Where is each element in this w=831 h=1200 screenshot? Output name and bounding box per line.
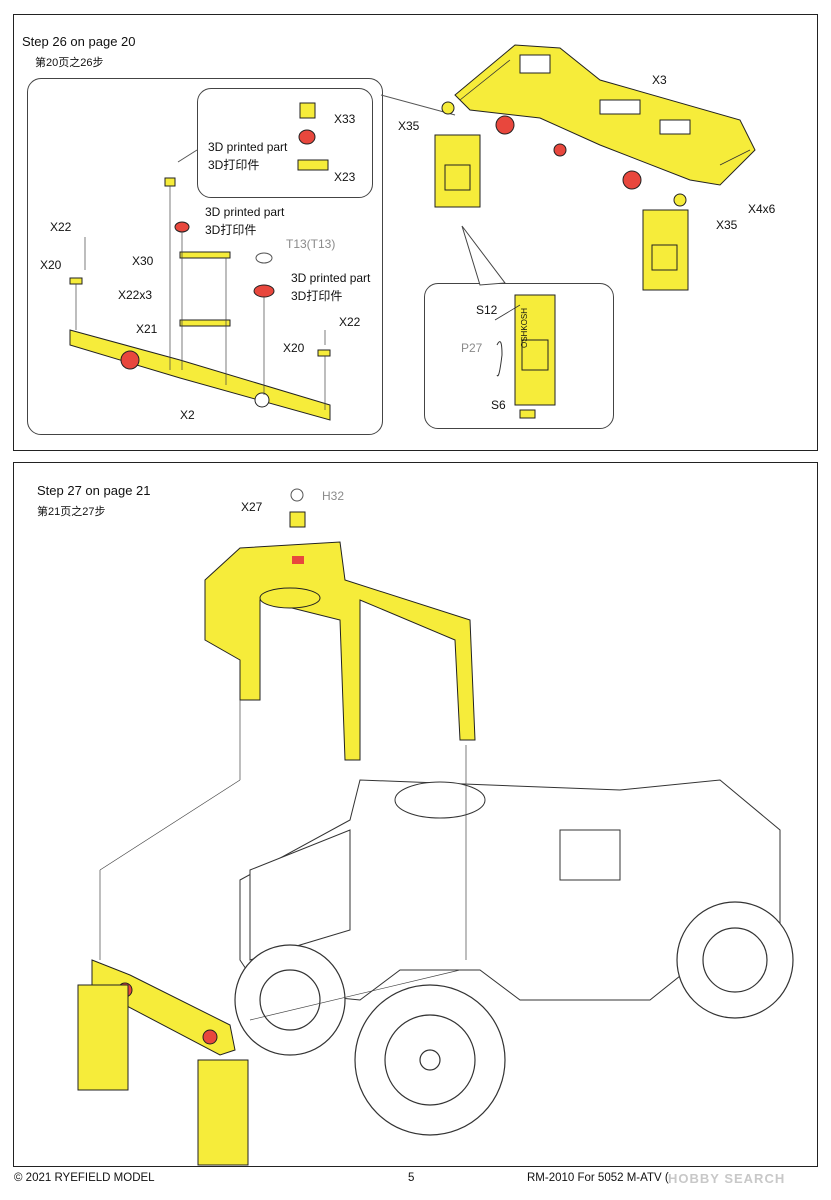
label-x23: X23 <box>334 170 356 184</box>
label-3d-printed-2: 3D printed part <box>205 205 285 219</box>
mud-flap-right <box>642 209 689 291</box>
far-wheel <box>676 901 794 1019</box>
vehicle-body <box>239 779 781 1001</box>
x27-roll-frame <box>204 541 476 761</box>
step26-subtitle: 第20页之26步 <box>35 57 104 69</box>
step27-flap-left <box>77 984 129 1091</box>
label-t13: T13(T13) <box>286 237 336 251</box>
step27-flap-right <box>197 1059 249 1166</box>
step26-detail-inset-top <box>197 88 373 198</box>
label-x2: X2 <box>180 408 195 422</box>
label-x3: X3 <box>652 73 667 87</box>
footer-product: RM-2010 For 5052 M-ATV ( <box>527 1172 669 1184</box>
label-x20-right: X20 <box>283 341 305 355</box>
step27-title: Step 27 on page 21 <box>37 483 151 498</box>
label-s6: S6 <box>491 398 506 412</box>
rear-wheel <box>234 944 346 1056</box>
step27-subtitle: 第21页之27步 <box>37 506 106 518</box>
label-p27: P27 <box>461 341 483 355</box>
label-3d-printed-3: 3D printed part <box>291 271 371 285</box>
label-x20-left: X20 <box>40 258 62 272</box>
x2-rail-part <box>69 329 331 421</box>
label-x27: X27 <box>241 500 263 514</box>
label-x22x3: X22x3 <box>118 288 153 302</box>
label-3d-printed-3-cn: 3D打印件 <box>291 289 343 303</box>
footer-copyright: © 2021 RYEFIELD MODEL <box>14 1172 155 1184</box>
front-wheel <box>354 984 506 1136</box>
label-3d-printed-1: 3D printed part <box>208 140 288 154</box>
label-x35-right: X35 <box>716 218 738 232</box>
mud-flap-left <box>434 134 481 208</box>
label-x33: X33 <box>334 112 356 126</box>
flap-text: OSHKOSH <box>520 307 529 348</box>
label-h32: H32 <box>322 489 345 503</box>
footer-page-number: 5 <box>408 1172 415 1184</box>
x3-frame-part <box>441 44 756 207</box>
watermark: HOBBY SEARCH <box>668 1171 786 1186</box>
label-x35-left: X35 <box>398 119 420 133</box>
label-x22-right: X22 <box>339 315 361 329</box>
step26-title: Step 26 on page 20 <box>22 34 136 49</box>
mud-flap-detail <box>514 294 556 406</box>
label-x4x6: X4x6 <box>748 202 776 216</box>
label-3d-printed-1-cn: 3D打印件 <box>208 158 260 172</box>
label-x22-left: X22 <box>50 220 72 234</box>
label-x30: X30 <box>132 254 154 268</box>
step27-panel <box>13 462 818 1167</box>
label-x21: X21 <box>136 322 158 336</box>
label-s12: S12 <box>476 303 498 317</box>
label-3d-printed-2-cn: 3D打印件 <box>205 223 257 237</box>
